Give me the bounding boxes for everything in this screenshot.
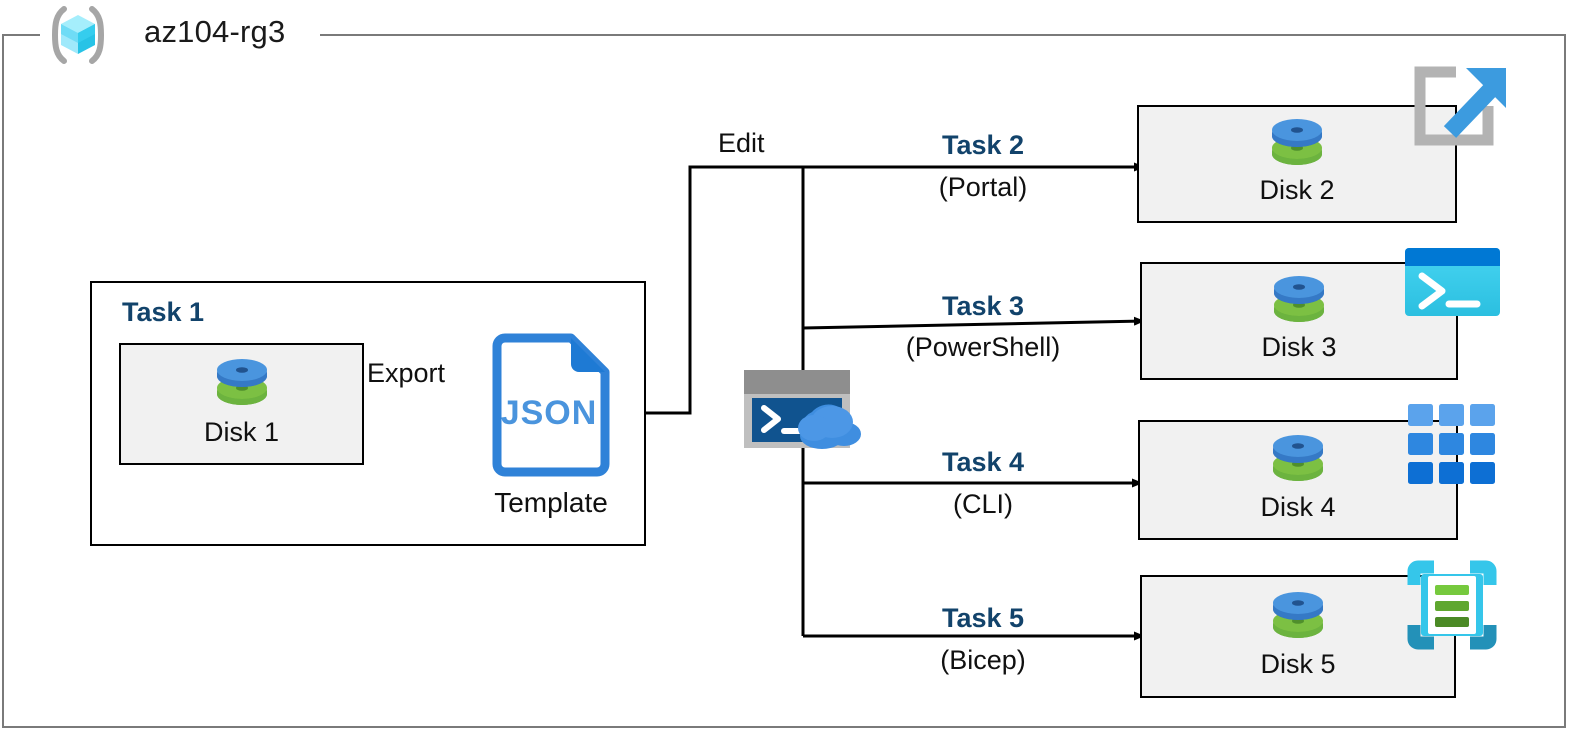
managed-disk-icon — [1274, 276, 1324, 322]
disk-1-icon-wrap — [121, 356, 362, 418]
disk-4-box[interactable]: Disk 4 — [1138, 420, 1458, 540]
azure-cloud-shell-icon[interactable] — [744, 364, 864, 454]
disk-4-label: Disk 4 — [1260, 492, 1336, 522]
json-file-icon[interactable]: JSON — [489, 333, 613, 477]
task-2-method: (Portal) — [938, 172, 1028, 202]
task-4-label: Task 4 — [941, 447, 1025, 477]
disk-2-icon-wrap — [1139, 116, 1455, 178]
managed-disk-icon — [1273, 435, 1323, 481]
disk-3-label: Disk 3 — [1261, 332, 1337, 362]
resource-group-name: az104-rg3 — [144, 14, 286, 49]
disk-3-icon-wrap — [1142, 273, 1456, 335]
disk-5-icon-wrap — [1142, 589, 1454, 651]
task-4-method: (CLI) — [953, 489, 1013, 519]
disk-5-box[interactable]: Disk 5 — [1140, 575, 1456, 698]
disk-4-icon-wrap — [1140, 432, 1456, 494]
resource-group-frame — [2, 34, 1566, 728]
disk-5-label: Disk 5 — [1260, 649, 1336, 679]
powershell-icon[interactable] — [1405, 248, 1500, 316]
edit-label: Edit — [718, 128, 765, 158]
disk-2-label: Disk 2 — [1259, 175, 1335, 205]
disk-1-box[interactable]: Disk 1 — [119, 343, 364, 465]
connector-task-3 — [802, 316, 1145, 330]
task-3-method: (PowerShell) — [905, 332, 1061, 362]
export-label: Export — [367, 358, 446, 388]
task-2-label: Task 2 — [941, 130, 1025, 160]
managed-disk-icon — [216, 359, 267, 405]
task-3-label: Task 3 — [941, 291, 1025, 321]
svg-text:JSON: JSON — [501, 394, 598, 432]
task1-title: Task 1 — [122, 297, 205, 327]
azure-resource-group-icon — [47, 4, 109, 66]
bicep-icon[interactable] — [1407, 560, 1497, 650]
azure-portal-icon[interactable] — [1408, 62, 1512, 166]
task-5-method: (Bicep) — [940, 645, 1026, 675]
disk-1-label: Disk 1 — [203, 417, 279, 447]
managed-disk-icon — [1273, 592, 1323, 638]
disk-2-box[interactable]: Disk 2 — [1137, 105, 1457, 223]
managed-disk-icon — [1272, 119, 1322, 165]
template-caption: Template — [494, 487, 608, 518]
azure-cli-icon[interactable] — [1408, 404, 1496, 484]
task-5-label: Task 5 — [941, 603, 1025, 633]
